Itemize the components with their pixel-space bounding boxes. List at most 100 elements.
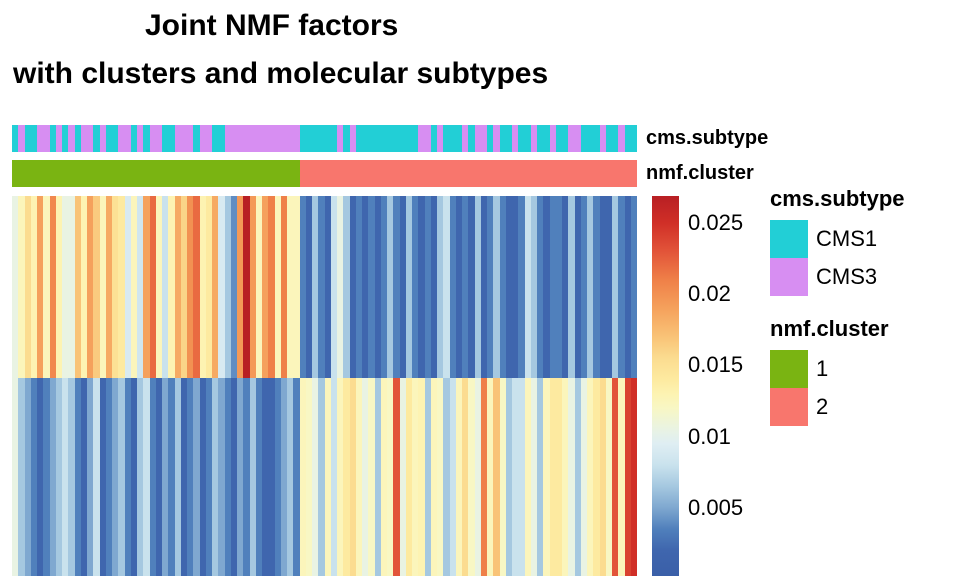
annotation-cell-nmf [30,160,37,187]
annotation-cell-cms [380,125,387,152]
annotation-cell-nmf [399,160,406,187]
heatmap-cell [74,196,81,378]
annotation-cell-nmf [287,160,294,187]
heatmap-cell [24,378,31,576]
heatmap-cell [418,196,425,378]
annotation-cell-nmf [305,160,312,187]
annotation-cell-cms [293,125,300,152]
heatmap-cell [474,378,481,576]
annotation-cell-cms [93,125,100,152]
legend-title-cms-subtype: cms.subtype [770,186,905,211]
heatmap-cell [468,378,475,576]
annotation-cell-cms [43,125,50,152]
heatmap-cell [355,196,362,378]
heatmap-cell [618,378,625,576]
heatmap-cell [99,378,106,576]
annotation-cell-nmf [143,160,150,187]
annotation-cell-nmf [130,160,137,187]
annotation-cell-cms [224,125,231,152]
legend-label-cluster1: 1 [816,356,829,381]
heatmap-cell [574,378,581,576]
annotation-cell-cms [499,125,506,152]
figure-title-line1: Joint NMF factors [145,9,399,42]
annotation-cell-nmf [193,160,200,187]
annotation-cell-cms [249,125,256,152]
annotation-cell-cms [568,125,575,152]
annotation-cell-cms [430,125,437,152]
heatmap-cell [512,196,519,378]
heatmap-cell [24,196,31,378]
annotation-cell-cms [424,125,431,152]
heatmap-cell [174,378,181,576]
annotation-cell-nmf [543,160,550,187]
heatmap-cell [368,196,375,378]
heatmap-cell [380,378,387,576]
heatmap-cell [280,196,287,378]
heatmap-cell [612,196,619,378]
heatmap-cell [405,196,412,378]
annotation-cell-nmf [205,160,212,187]
heatmap-cell [480,378,487,576]
annotation-cell-cms [30,125,37,152]
annotation-cell-cms [549,125,556,152]
annotation-cell-cms [193,125,200,152]
heatmap-cell [549,196,556,378]
annotation-cell-nmf [424,160,431,187]
annotation-cell-nmf [99,160,106,187]
annotation-cell-nmf [587,160,594,187]
heatmap-cell [12,196,19,378]
annotation-cell-cms [305,125,312,152]
annotation-cell-nmf [530,160,537,187]
annotation-cell-cms [312,125,319,152]
annotation-cell-cms [349,125,356,152]
heatmap-cell [562,196,569,378]
annotation-cell-cms [562,125,569,152]
annotation-cell-nmf [605,160,612,187]
annotation-cell-nmf [624,160,631,187]
heatmap-cell [55,196,62,378]
heatmap-cell [412,378,419,576]
heatmap-cell [68,196,75,378]
heatmap-cell [180,196,187,378]
annotation-cell-cms [505,125,512,152]
heatmap-cell [274,196,281,378]
annotation-cell-nmf [230,160,237,187]
heatmap-cell [568,196,575,378]
heatmap-cell [487,378,494,576]
annotation-cell-nmf [118,160,125,187]
annotation-cell-nmf [124,160,131,187]
annotation-cell-cms [99,125,106,152]
heatmap-cell [205,196,212,378]
annotation-cell-cms [612,125,619,152]
annotation-cell-nmf [299,160,306,187]
heatmap-cell [605,378,612,576]
annotation-cell-cms [443,125,450,152]
heatmap-cell [262,378,269,576]
annotation-cell-cms [324,125,331,152]
heatmap-body [12,196,637,576]
heatmap-cell [618,196,625,378]
annotation-cell-cms [162,125,169,152]
annotation-label-cms-subtype: cms.subtype [646,127,769,149]
heatmap-cell [55,378,62,576]
annotation-cell-cms [543,125,550,152]
annotation-cell-cms [74,125,81,152]
annotation-cell-nmf [449,160,456,187]
legend-label-cluster2: 2 [816,394,829,419]
heatmap-cell [255,378,262,576]
annotation-cell-nmf [87,160,94,187]
heatmap-cell [199,196,206,378]
heatmap-cell [499,378,506,576]
annotation-cell-nmf [562,160,569,187]
annotation-cell-cms [212,125,219,152]
annotation-cell-nmf [274,160,281,187]
annotation-cell-nmf [168,160,175,187]
heatmap-cell [118,196,125,378]
heatmap-cell [99,196,106,378]
heatmap-cell [174,196,181,378]
annotation-cell-nmf [55,160,62,187]
heatmap-cell [299,378,306,576]
annotation-cell-nmf [330,160,337,187]
heatmap-cell [230,378,237,576]
heatmap-cell [74,378,81,576]
